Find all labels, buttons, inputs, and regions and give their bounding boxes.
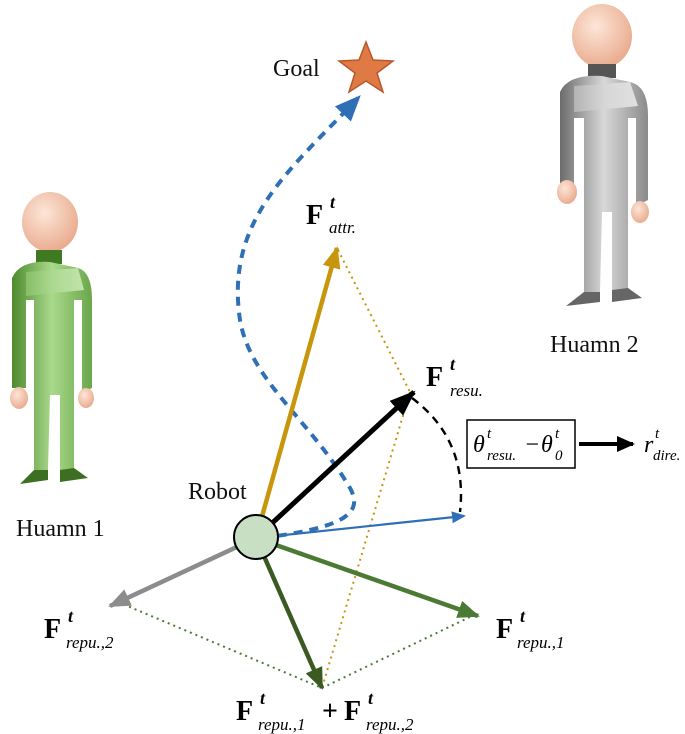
svg-text:attr.: attr. [329, 218, 356, 237]
label-f-resu: F t resu. [426, 354, 483, 400]
robot-icon [233, 514, 279, 560]
robot-label: Robot [188, 479, 247, 505]
repulsive-force-2-arrow [108, 535, 257, 609]
svg-text:resu.: resu. [487, 448, 516, 464]
formula-box [466, 419, 576, 469]
svg-text:t: t [450, 354, 456, 374]
svg-text:F: F [306, 200, 323, 231]
svg-text:t: t [368, 688, 374, 708]
svg-text:t: t [487, 426, 492, 442]
svg-text:0: 0 [555, 448, 563, 464]
attractive-force-arrow [253, 246, 341, 539]
svg-text:t: t [655, 426, 660, 442]
svg-text:θ: θ [541, 432, 553, 458]
svg-text:F: F [344, 696, 361, 727]
direction-reference-arrow [255, 511, 466, 540]
svg-text:−: − [524, 432, 540, 458]
svg-text:t: t [520, 606, 526, 626]
human2-icon [557, 4, 649, 306]
svg-text:t: t [68, 606, 74, 626]
svg-text:repu.,2: repu.,2 [366, 715, 414, 734]
construction-lines [117, 249, 473, 689]
human2-label: Huamn 2 [550, 332, 639, 358]
svg-text:F: F [236, 696, 253, 727]
svg-text:F: F [426, 362, 443, 393]
svg-text:t: t [555, 426, 560, 442]
resultant-force-arrow [254, 390, 416, 540]
svg-text:dire.: dire. [653, 448, 680, 464]
svg-text:resu.: resu. [450, 381, 483, 400]
force-vectors [108, 246, 480, 690]
svg-text:t: t [260, 688, 266, 708]
svg-text:F: F [44, 614, 61, 645]
angle-formula: θ t resu. − θ t 0 r t dire. [466, 419, 680, 469]
planned-path [235, 95, 361, 540]
human1-label: Huamn 1 [16, 516, 105, 542]
label-f-sum: F t repu.,1 + F t repu.,2 [236, 688, 414, 734]
svg-text:+: + [322, 696, 338, 727]
repulsive-force-1-arrow [255, 535, 480, 619]
label-f-repu1: F t repu.,1 [496, 606, 565, 652]
svg-text:t: t [330, 192, 336, 212]
goal-label: Goal [273, 56, 320, 82]
label-f-attr: F t attr. [306, 192, 356, 237]
svg-text:repu.,1: repu.,1 [517, 633, 565, 652]
svg-text:θ: θ [473, 432, 485, 458]
angle-arc [411, 397, 463, 513]
svg-text:repu.,2: repu.,2 [66, 633, 114, 652]
goal-star-icon [336, 39, 396, 94]
svg-text:repu.,1: repu.,1 [258, 715, 306, 734]
svg-text:F: F [496, 614, 513, 645]
svg-text:r: r [644, 432, 654, 458]
label-f-repu2: F t repu.,2 [44, 606, 114, 652]
repulsive-sum-arrow [253, 537, 325, 690]
human1-icon [10, 192, 94, 484]
